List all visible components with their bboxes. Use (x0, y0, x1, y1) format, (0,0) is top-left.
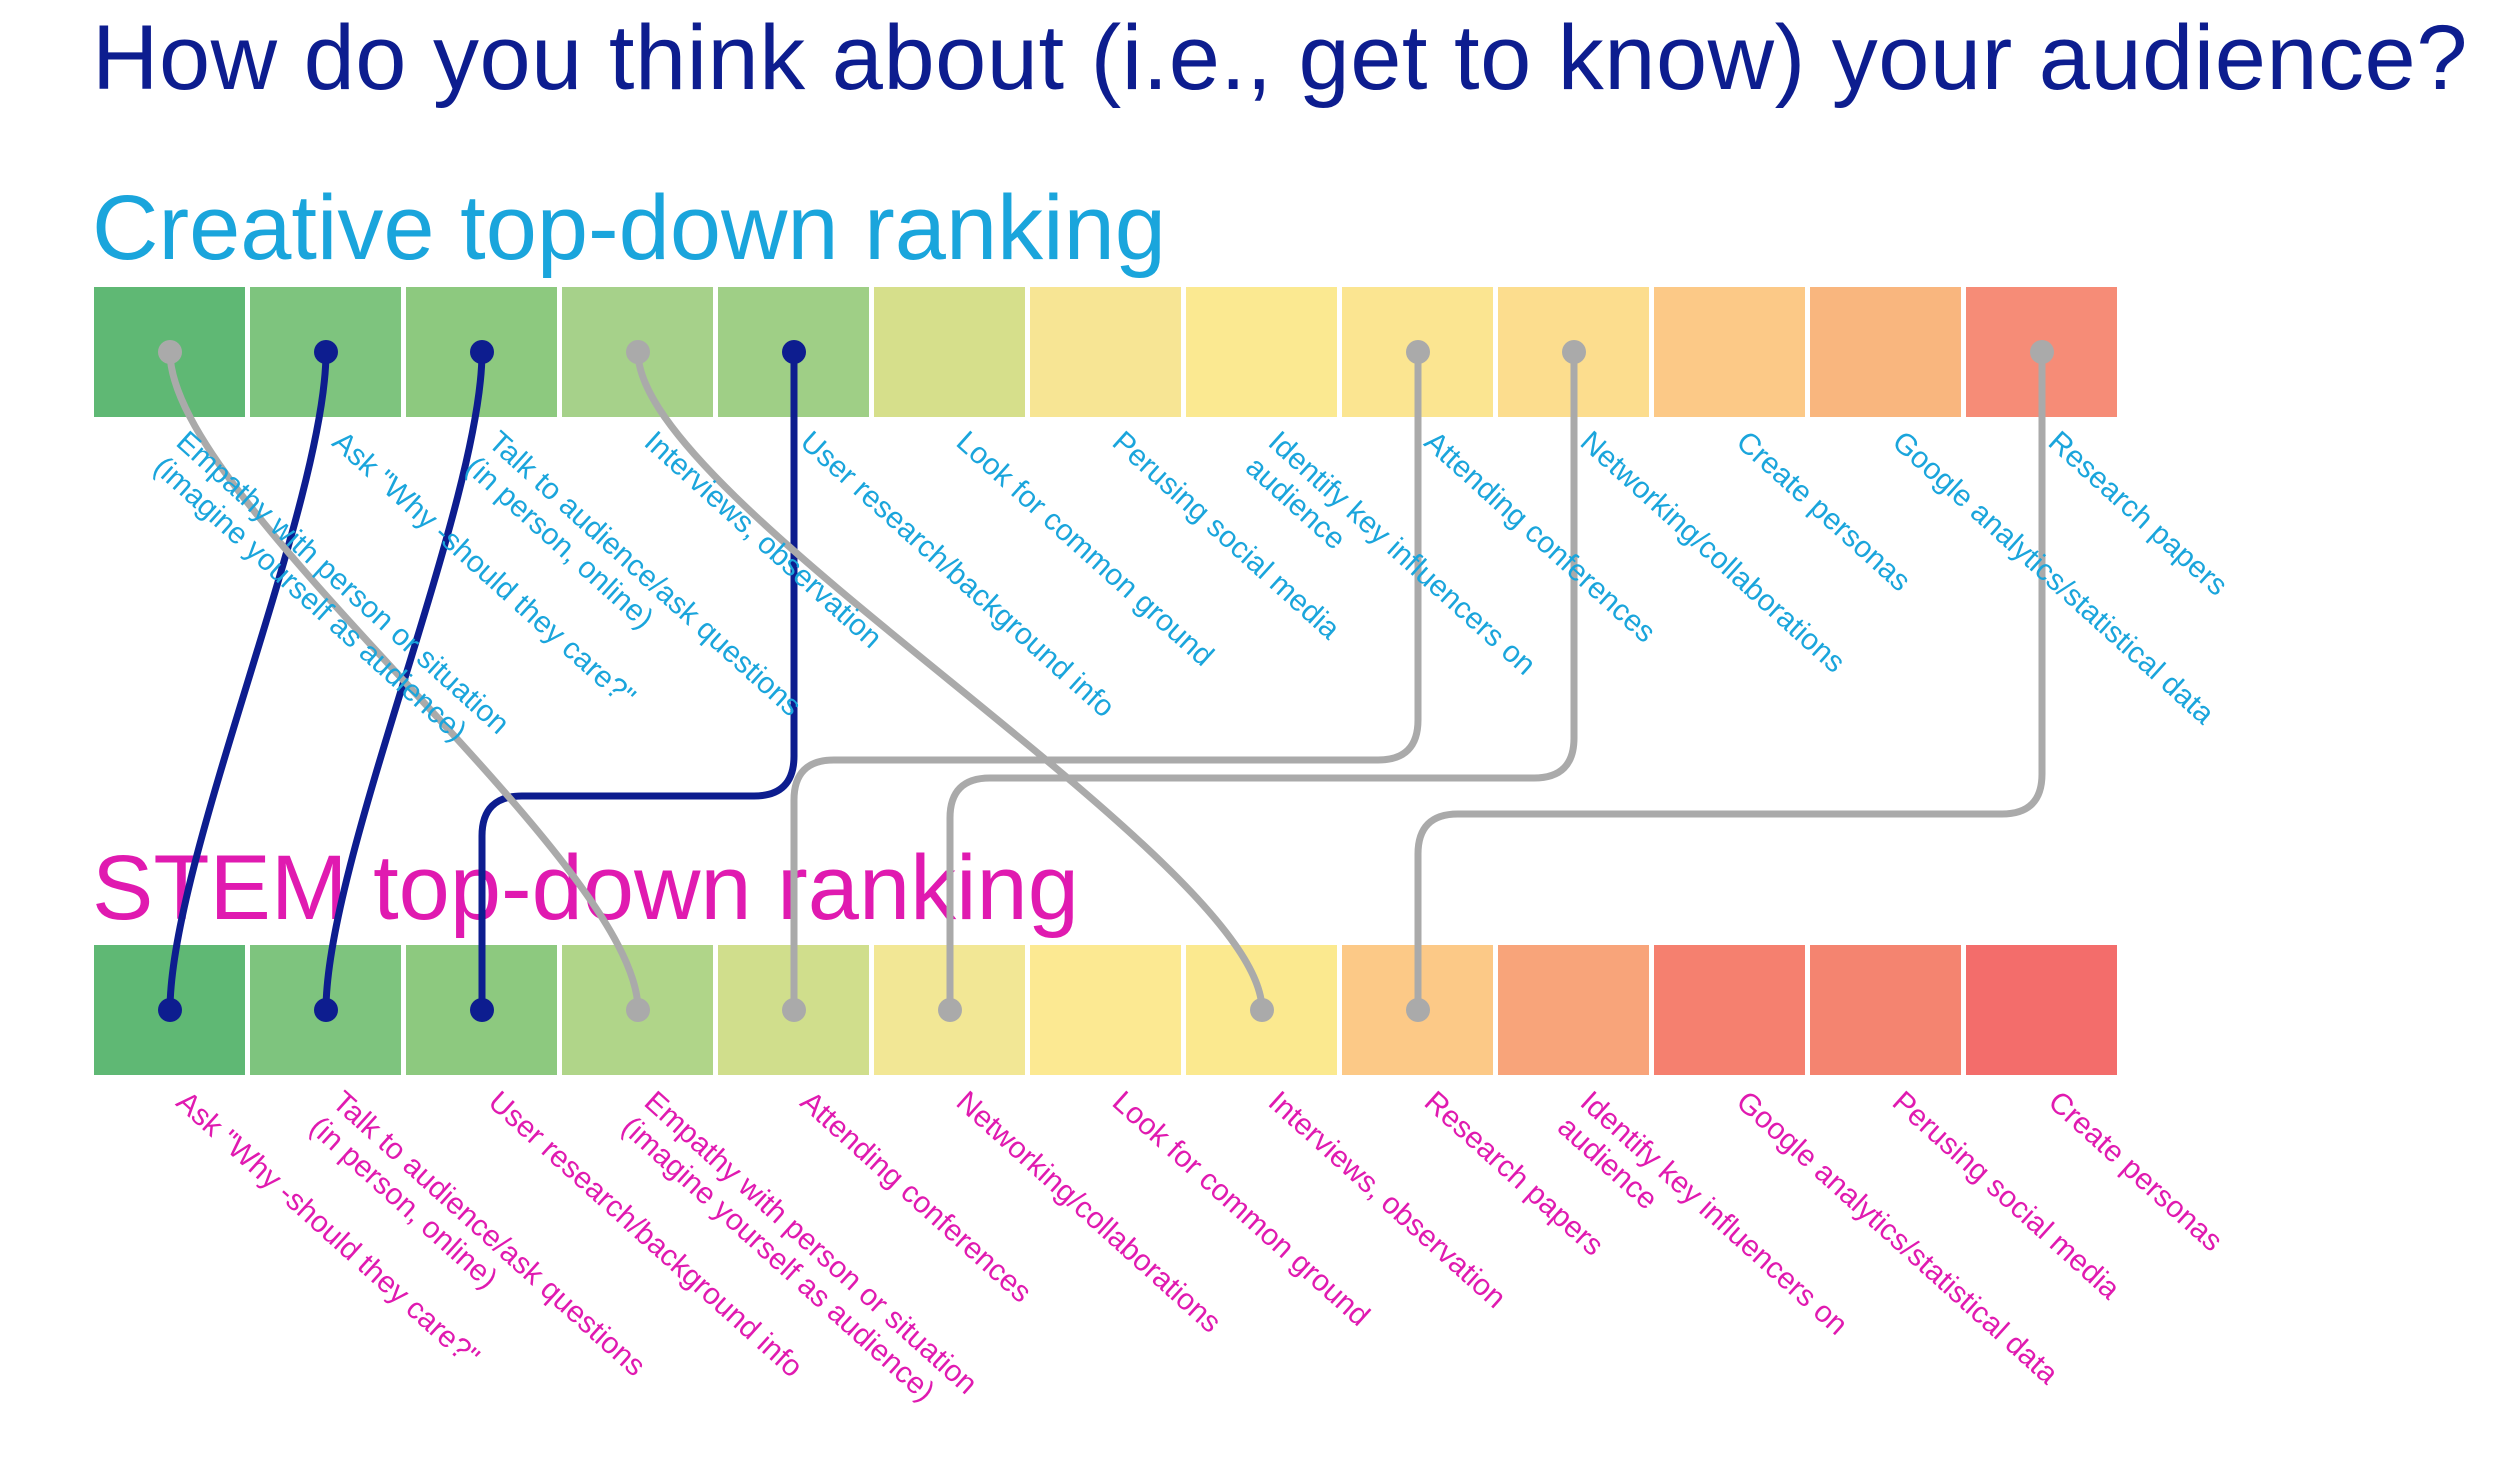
creative-rank-dot (1562, 340, 1586, 364)
creative-rank-dot (626, 340, 650, 364)
creative-rank-dot (782, 340, 806, 364)
stem-rank-cell-12 (1810, 945, 1961, 1075)
connection-line (1414, 348, 2046, 1014)
stem-rank-cell-10 (1498, 945, 1649, 1075)
creative-ranking-heading: Creative top-down ranking (92, 177, 1166, 279)
connection-line (634, 348, 1266, 1014)
stem-rank-dot (626, 998, 650, 1022)
creative-rank-cell-11 (1654, 287, 1805, 417)
stem-rank-dot (1406, 998, 1430, 1022)
creative-rank-cell-6 (874, 287, 1025, 417)
page-title: How do you think about (i.e., get to kno… (92, 7, 2468, 109)
creative-rank-cell-12 (1810, 287, 1961, 417)
creative-rank-dot (470, 340, 494, 364)
creative-rank-cell-8 (1186, 287, 1337, 417)
creative-rank-dot (1406, 340, 1430, 364)
creative-rank-cell-7 (1030, 287, 1181, 417)
stem-rank-cell-7 (1030, 945, 1181, 1075)
stem-rank-dot (314, 998, 338, 1022)
creative-rank-dot (314, 340, 338, 364)
stem-rank-cell-11 (1654, 945, 1805, 1075)
connection-line (166, 348, 642, 1014)
stem-rank-dot (1250, 998, 1274, 1022)
stem-rank-dot (470, 998, 494, 1022)
creative-rank-dot (158, 340, 182, 364)
creative-rank-dot (2030, 340, 2054, 364)
connection-line (166, 348, 330, 1014)
stem-rank-cell-13 (1966, 945, 2117, 1075)
stem-rank-dot (938, 998, 962, 1022)
connection-line (790, 348, 1422, 1014)
stem-rank-dot (158, 998, 182, 1022)
connection-line (478, 348, 798, 1014)
stem-rank-dot (782, 998, 806, 1022)
connection-line (946, 348, 1578, 1014)
